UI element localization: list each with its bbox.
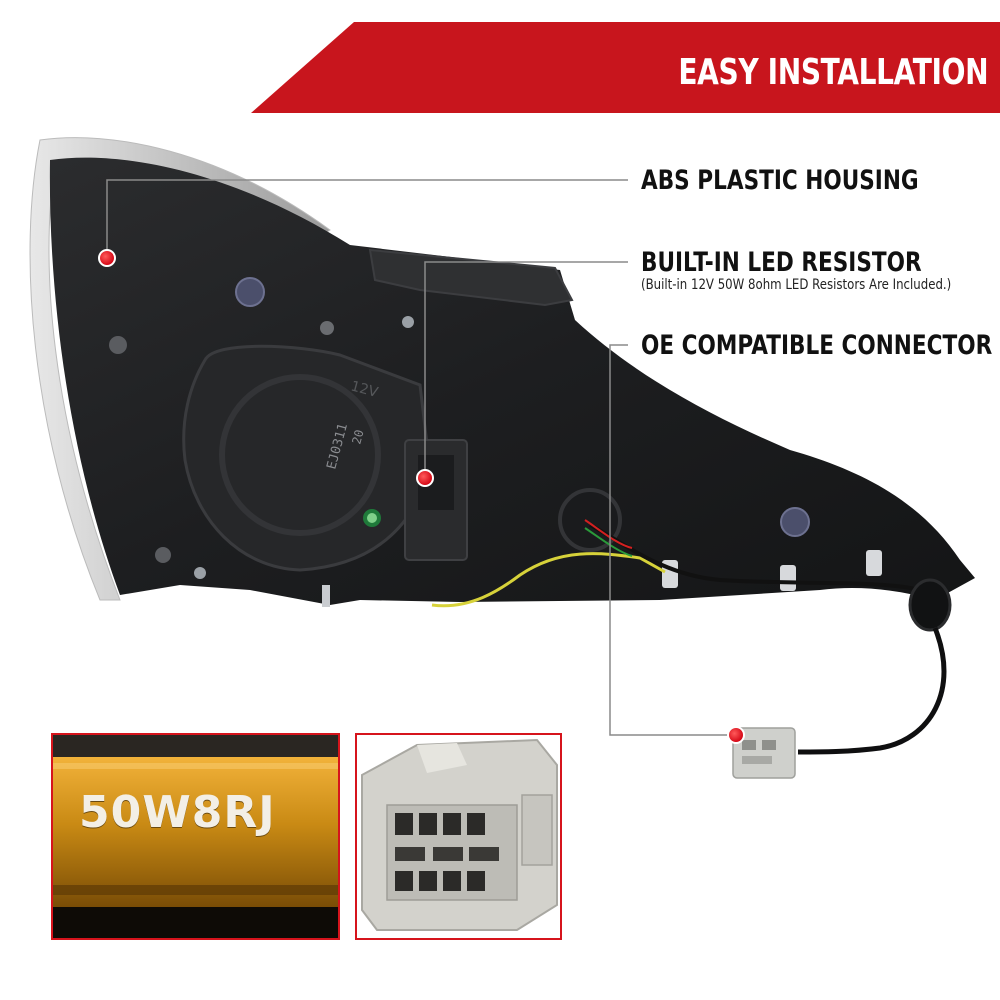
leader-line-housing [106,179,628,258]
header-banner [251,22,1000,113]
bulb-cap [780,507,810,537]
inset-resistor-closeup: 50W8RJ [51,733,340,940]
screw [109,336,127,354]
lens-edge [29,137,331,601]
socket-round [558,488,622,552]
inset-connector-closeup [355,733,562,940]
resistor-code-text: 50W8RJ [79,787,276,838]
screw [402,316,414,328]
bulb-cap [235,277,265,307]
leader-line-connector [609,344,736,736]
housing-bracket [368,248,574,307]
housing-body [49,157,975,605]
connector-plug [732,727,796,779]
voltage-mark: 12V [349,378,380,401]
wire-red [584,519,633,549]
marker-dot-resistor [416,469,434,487]
callout-led-resistor: BUILT-IN LED RESISTOR [641,247,922,278]
leader-line-resistor [424,261,628,478]
wire-clip [780,565,796,591]
banner-title: EASY INSTALLATION [678,52,988,93]
wire-clip [866,550,882,576]
callout-led-resistor-note: (Built-in 12V 50W 8ohm LED Resistors Are… [641,277,952,293]
marker-dot-connector [727,726,745,744]
screw [155,547,171,563]
banner-shape [251,22,1000,113]
callout-oe-connector: OE COMPATIBLE CONNECTOR [641,330,993,361]
screw [320,321,334,335]
resistor-photo [53,735,338,938]
connector-cable [797,627,947,755]
connector-photo [357,735,560,938]
housing-year: 20 [349,428,366,446]
grommet [908,578,952,632]
callout-abs-housing: ABS PLASTIC HOUSING [641,165,919,196]
wire-green [584,527,633,557]
yellow-wire [431,552,666,608]
socket-ring [219,374,381,536]
mount-post [322,585,330,607]
marker-dot-housing [98,249,116,267]
screw [194,567,206,579]
